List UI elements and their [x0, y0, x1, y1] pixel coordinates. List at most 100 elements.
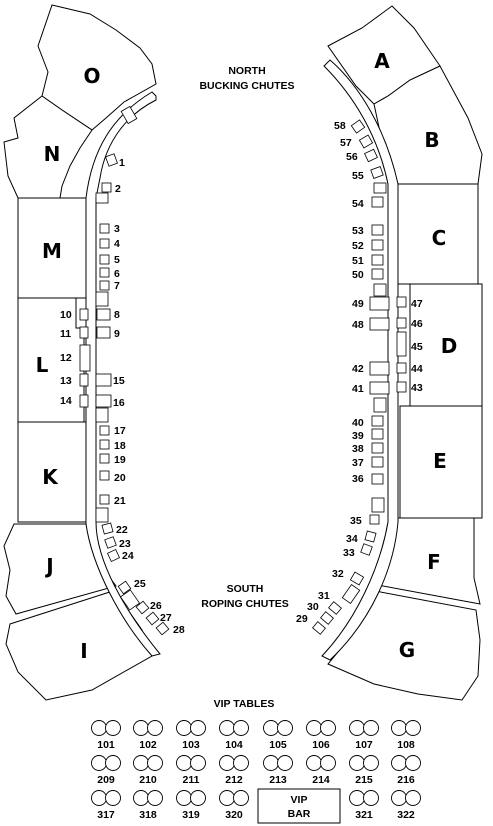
box-seat-31[interactable]: [328, 601, 342, 615]
box-seat-1[interactable]: [105, 153, 118, 167]
vip-table-216-seat-1[interactable]: [391, 755, 407, 771]
vip-table-209-seat-1[interactable]: [91, 755, 107, 771]
box-seat-39[interactable]: [371, 428, 384, 440]
box-seat-17[interactable]: [99, 425, 110, 436]
vip-table-213-seat-2[interactable]: [277, 755, 293, 771]
box-seat-35[interactable]: [369, 514, 380, 525]
box-seat-19[interactable]: [99, 453, 110, 464]
vip-table-107-seat-2[interactable]: [363, 720, 379, 736]
vip-table-212-seat-1[interactable]: [219, 755, 235, 771]
box-seat-14[interactable]: [79, 394, 89, 408]
box-seat-11[interactable]: [79, 326, 89, 339]
box-seat-30[interactable]: [320, 611, 334, 625]
box-seat-47[interactable]: [396, 296, 407, 308]
box-seat-21[interactable]: [99, 494, 110, 505]
vip-table-319-seat-2[interactable]: [190, 790, 206, 806]
vip-table-210-seat-2[interactable]: [147, 755, 163, 771]
box-seat-54[interactable]: [371, 196, 384, 208]
box-seat-34[interactable]: [364, 530, 377, 543]
vip-table-215-seat-2[interactable]: [363, 755, 379, 771]
box-seat-16[interactable]: [95, 394, 112, 408]
vip-table-214-seat-2[interactable]: [320, 755, 336, 771]
box-seat-45[interactable]: [396, 331, 407, 357]
box-seat-25[interactable]: [117, 580, 132, 595]
box-seat-18[interactable]: [99, 439, 110, 450]
box-seat-43[interactable]: [396, 381, 407, 393]
vip-table-105-seat-1[interactable]: [263, 720, 279, 736]
box-seat-48[interactable]: [369, 317, 390, 331]
box-seat-29[interactable]: [312, 621, 326, 635]
vip-table-108-seat-1[interactable]: [391, 720, 407, 736]
box-seat-8[interactable]: [96, 308, 111, 321]
box-seat-46[interactable]: [396, 317, 407, 329]
vip-table-211-seat-2[interactable]: [190, 755, 206, 771]
box-seat-49[interactable]: [369, 296, 390, 311]
vip-table-102-seat-1[interactable]: [133, 720, 149, 736]
vip-table-108-seat-2[interactable]: [405, 720, 421, 736]
vip-table-318-seat-2[interactable]: [147, 790, 163, 806]
vip-table-320-seat-1[interactable]: [219, 790, 235, 806]
vip-table-104-seat-2[interactable]: [233, 720, 249, 736]
section-o[interactable]: [37, 4, 157, 131]
box-seat-7[interactable]: [99, 280, 110, 291]
box-seat-50[interactable]: [371, 268, 384, 280]
vip-table-322-seat-1[interactable]: [391, 790, 407, 806]
box-seat-58[interactable]: [350, 119, 366, 134]
box-seat-28[interactable]: [155, 621, 170, 636]
vip-table-321-seat-2[interactable]: [363, 790, 379, 806]
vip-table-317-seat-1[interactable]: [91, 790, 107, 806]
vip-table-317-seat-2[interactable]: [105, 790, 121, 806]
box-seat-27[interactable]: [145, 611, 160, 626]
box-seat-40[interactable]: [371, 415, 384, 427]
box-seat-56[interactable]: [364, 148, 378, 163]
vip-table-215-seat-1[interactable]: [349, 755, 365, 771]
box-seat-41[interactable]: [369, 381, 390, 395]
box-seat-15[interactable]: [95, 373, 112, 387]
box-seat-51[interactable]: [371, 254, 384, 266]
vip-table-103-seat-2[interactable]: [190, 720, 206, 736]
vip-table-211-seat-1[interactable]: [176, 755, 192, 771]
vip-table-102-seat-2[interactable]: [147, 720, 163, 736]
box-seat-9[interactable]: [96, 326, 111, 339]
box-seat-55[interactable]: [370, 166, 384, 179]
box-seat-42[interactable]: [369, 361, 390, 376]
box-seat-33[interactable]: [360, 543, 373, 556]
vip-table-216-seat-2[interactable]: [405, 755, 421, 771]
vip-table-321-seat-1[interactable]: [349, 790, 365, 806]
vip-table-214-seat-1[interactable]: [306, 755, 322, 771]
vip-table-210-seat-1[interactable]: [133, 755, 149, 771]
box-seat-22[interactable]: [101, 522, 114, 535]
vip-table-322-seat-2[interactable]: [405, 790, 421, 806]
box-seat-2[interactable]: [101, 182, 112, 193]
box-seat-4[interactable]: [99, 238, 110, 249]
box-seat-44[interactable]: [396, 362, 407, 374]
vip-table-320-seat-2[interactable]: [233, 790, 249, 806]
vip-table-101-seat-1[interactable]: [91, 720, 107, 736]
box-seat-20[interactable]: [99, 470, 110, 481]
vip-table-212-seat-2[interactable]: [233, 755, 249, 771]
box-seat-53[interactable]: [371, 224, 384, 236]
vip-table-104-seat-1[interactable]: [219, 720, 235, 736]
vip-table-105-seat-2[interactable]: [277, 720, 293, 736]
vip-table-107-seat-1[interactable]: [349, 720, 365, 736]
box-seat-57[interactable]: [358, 134, 374, 149]
box-seat-26[interactable]: [135, 600, 150, 615]
box-seat-24[interactable]: [106, 548, 121, 563]
vip-table-106-seat-2[interactable]: [320, 720, 336, 736]
section-e[interactable]: [399, 405, 483, 519]
box-seat-37[interactable]: [371, 456, 384, 468]
vip-table-103-seat-1[interactable]: [176, 720, 192, 736]
box-seat-6[interactable]: [99, 267, 110, 278]
section-l[interactable]: [17, 297, 85, 423]
box-seat-38[interactable]: [371, 442, 384, 454]
box-seat-23[interactable]: [104, 536, 117, 549]
box-seat-52[interactable]: [371, 239, 384, 251]
vip-table-101-seat-2[interactable]: [105, 720, 121, 736]
box-seat-36[interactable]: [371, 473, 384, 485]
box-seat-32[interactable]: [349, 571, 365, 586]
vip-table-319-seat-1[interactable]: [176, 790, 192, 806]
vip-bar[interactable]: [257, 788, 341, 824]
vip-table-209-seat-2[interactable]: [105, 755, 121, 771]
box-seat-5[interactable]: [99, 254, 110, 265]
vip-table-213-seat-1[interactable]: [263, 755, 279, 771]
